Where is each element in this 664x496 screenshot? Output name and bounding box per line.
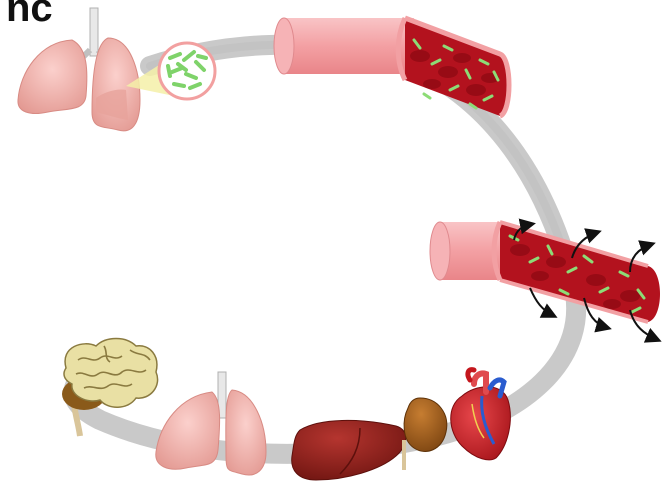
lungs-icon — [156, 372, 266, 475]
spleen-icon — [404, 398, 447, 470]
leaking-vessel-icon — [430, 222, 660, 340]
liver-icon — [292, 420, 406, 480]
heart-icon — [451, 370, 511, 460]
bloodstream-vessel-icon — [274, 18, 509, 116]
bacteria-magnified-icon — [159, 43, 215, 99]
